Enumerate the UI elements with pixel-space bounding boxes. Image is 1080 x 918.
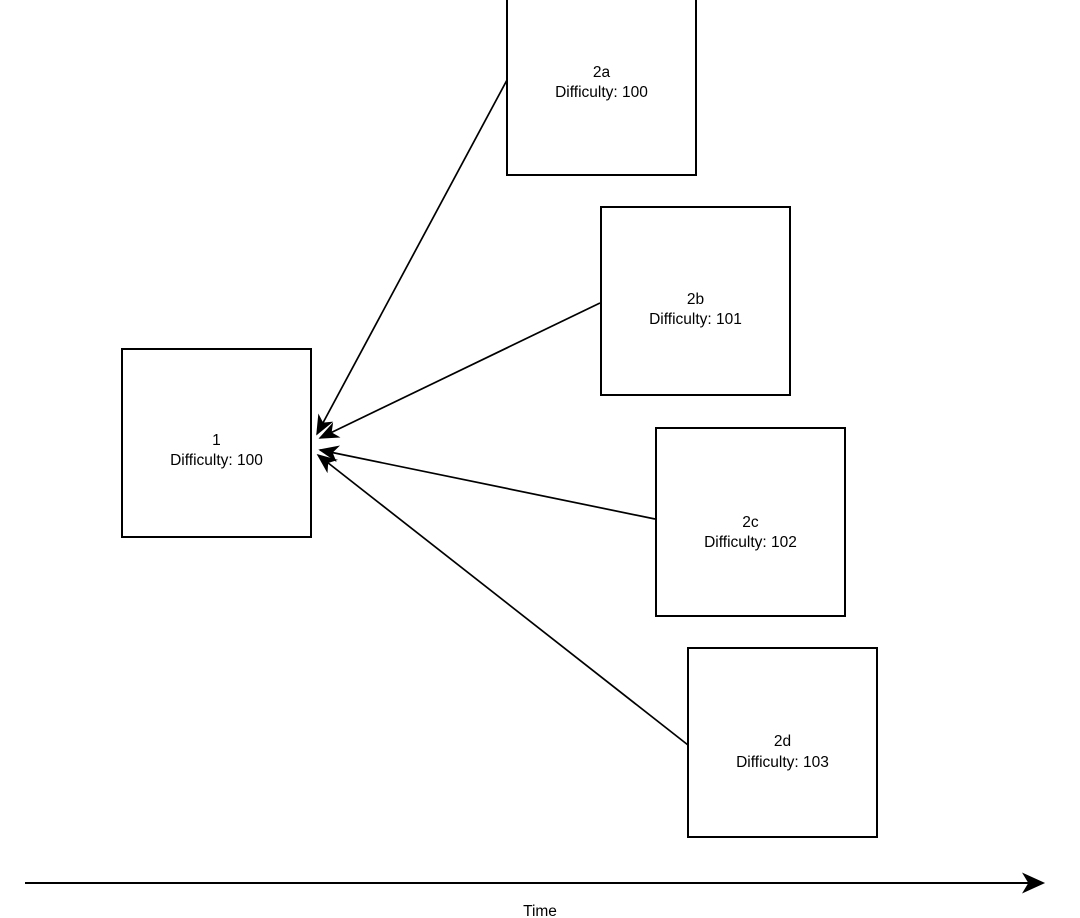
edge-2d-to-1: [316, 453, 689, 746]
node-2d-difficulty: Difficulty: 103: [736, 753, 829, 771]
node-2b[interactable]: 2b Difficulty: 101: [600, 206, 791, 396]
time-axis-label: Time: [523, 903, 557, 918]
node-2a-text: 2a Difficulty: 100: [555, 63, 648, 104]
node-2b-label: 2b: [686, 290, 705, 308]
node-2b-text: 2b Difficulty: 101: [649, 290, 742, 331]
node-2b-difficulty: Difficulty: 101: [649, 311, 742, 328]
node-2a-label: 2a: [592, 63, 611, 81]
edge-2a-to-1: [316, 79, 508, 436]
node-2c-difficulty: Difficulty: 102: [704, 534, 797, 551]
edge-2b-to-1: [318, 302, 601, 439]
node-2c[interactable]: 2c Difficulty: 102: [655, 427, 846, 617]
node-1[interactable]: 1 Difficulty: 100: [121, 348, 312, 538]
node-1-text: 1 Difficulty: 100: [170, 431, 263, 472]
node-1-label: 1: [212, 431, 221, 449]
node-2c-label: 2c: [742, 513, 759, 531]
node-2a-difficulty: Difficulty: 100: [555, 84, 648, 101]
node-2d-text: 2d Difficulty: 103: [736, 732, 829, 773]
edge-2c-to-1: [318, 445, 656, 520]
node-1-difficulty: Difficulty: 100: [170, 452, 263, 469]
node-2c-text: 2c Difficulty: 102: [704, 513, 797, 554]
node-2a[interactable]: 2a Difficulty: 100: [506, 0, 697, 176]
node-2d[interactable]: 2d Difficulty: 103: [687, 647, 878, 838]
node-2d-label: 2d: [773, 733, 792, 751]
